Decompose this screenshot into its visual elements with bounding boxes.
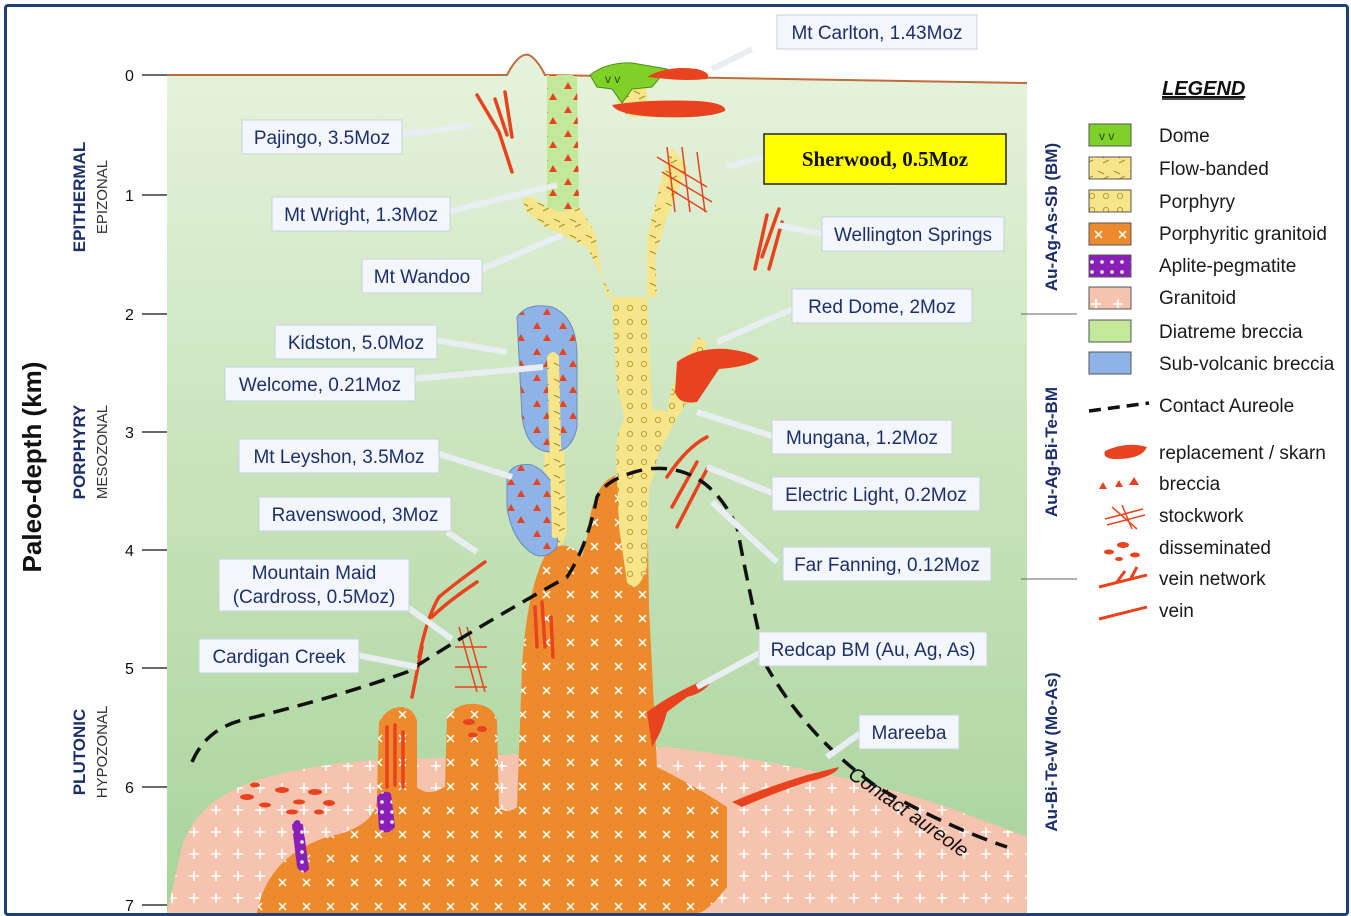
- legend-swatch-porphyritic-granitoid: [1089, 223, 1131, 245]
- legend-dome: Dome: [1159, 126, 1210, 147]
- diatreme-breccia: [547, 75, 579, 212]
- label-electric-light: Electric Light, 0.2Moz: [785, 485, 967, 506]
- legend-swatch-diatreme: [1089, 320, 1131, 342]
- label-mungana: Mungana, 1.2Moz: [786, 428, 938, 449]
- label-mt-wandoo: Mt Wandoo: [374, 267, 470, 288]
- legend-disseminated: disseminated: [1159, 538, 1271, 559]
- legend-flow-banded: Flow-banded: [1159, 159, 1269, 180]
- zone-plutonic: PLUTONIC: [70, 709, 89, 796]
- tick-5: 5: [125, 661, 134, 678]
- dome-mark: v v: [605, 72, 620, 86]
- tick-0: 0: [125, 68, 134, 85]
- legend-vein-icon: [1099, 607, 1147, 619]
- legend-stockwork-icon: [1105, 505, 1145, 529]
- label-mareeba: Mareeba: [872, 723, 947, 744]
- legend-swatch-granitoid: [1089, 287, 1131, 309]
- label-kidston: Kidston, 5.0Moz: [288, 333, 424, 354]
- legend-breccia-icon: [1099, 477, 1139, 489]
- label-mountain-maid: Mountain Maid: [252, 563, 377, 584]
- tick-7: 7: [125, 898, 134, 913]
- legend-vein-network-icon: [1099, 567, 1147, 587]
- label-welcome: Welcome, 0.21Moz: [239, 375, 401, 396]
- legend-vein-network: vein network: [1159, 569, 1266, 590]
- legend-replacement-skarn: replacement / skarn: [1159, 443, 1326, 464]
- label-redcap: Redcap BM (Au, Ag, As): [771, 640, 976, 661]
- legend: LEGEND v v Dome Flow-banded Porphyry Por…: [1089, 78, 1335, 622]
- label-red-dome: Red Dome, 2Moz: [808, 297, 956, 318]
- ore-deposit-diagram: v v Contact aureole: [7, 7, 1346, 913]
- legend-breccia: breccia: [1159, 474, 1221, 495]
- svg-text:v v: v v: [1099, 129, 1114, 143]
- legend-swatch-flow-banded: [1089, 157, 1131, 179]
- legend-stockwork: stockwork: [1159, 506, 1244, 527]
- label-mt-carlton: Mt Carlton, 1.43Moz: [791, 23, 962, 44]
- legend-contact-aureole: Contact Aureole: [1159, 396, 1294, 417]
- label-pajingo: Pajingo, 3.5Moz: [254, 128, 390, 149]
- zone-mesozonal: MESOZONAL: [94, 405, 111, 499]
- legend-diatreme-breccia: Diatreme breccia: [1159, 322, 1303, 343]
- tick-3: 3: [125, 425, 134, 442]
- kidston-breccia-pipe: [517, 306, 577, 452]
- metal-porphyry: Au-Ag-Bi-Te-BM: [1042, 387, 1061, 517]
- zone-porphyry: PORPHYRY: [70, 404, 89, 499]
- tick-2: 2: [125, 307, 134, 324]
- legend-contact-line: [1089, 403, 1149, 411]
- label-ravenswood: Ravenswood, 3Moz: [272, 505, 439, 526]
- depth-axis: 0 1 2 3 4 5 6 7 Paleo-depth (km): [17, 68, 167, 913]
- label-far-fanning: Far Fanning, 0.12Moz: [794, 555, 980, 576]
- metal-epithermal: Au-Ag-As-Sb (BM): [1042, 143, 1061, 291]
- label-sherwood: Sherwood, 0.5Moz: [802, 147, 968, 171]
- zone-epizonal: EPIZONAL: [94, 160, 111, 234]
- label-cardross: (Cardross, 0.5Moz): [233, 587, 396, 608]
- legend-skarn-icon: [1105, 445, 1148, 459]
- legend-granitoid: Granitoid: [1159, 288, 1236, 309]
- tick-4: 4: [125, 543, 134, 560]
- legend-disseminated-icon: [1104, 542, 1140, 561]
- legend-swatch-aplite: [1089, 255, 1131, 277]
- legend-sub-volcanic-breccia: Sub-volcanic breccia: [1159, 354, 1335, 375]
- depth-axis-label: Paleo-depth (km): [17, 362, 47, 573]
- label-mt-leyshon: Mt Leyshon, 3.5Moz: [253, 447, 424, 468]
- zone-hypozonal: HYPOZONAL: [94, 706, 111, 799]
- tick-1: 1: [125, 188, 134, 205]
- legend-porphyry: Porphyry: [1159, 192, 1236, 213]
- zone-epithermal: EPITHERMAL: [70, 142, 89, 253]
- legend-swatch-porphyry: [1089, 190, 1131, 212]
- diagram-frame: v v Contact aureole: [4, 4, 1349, 916]
- metal-plutonic: Au-Bi-Te-W (Mo-As): [1042, 672, 1061, 831]
- legend-porphyritic-granitoid: Porphyritic granitoid: [1159, 224, 1327, 245]
- label-mt-wright: Mt Wright, 1.3Moz: [284, 205, 438, 226]
- tick-6: 6: [125, 780, 134, 797]
- legend-title: LEGEND: [1162, 78, 1245, 100]
- label-cardigan-creek: Cardigan Creek: [212, 647, 346, 668]
- legend-swatch-sub-volcanic: [1089, 352, 1131, 374]
- legend-aplite-pegmatite: Aplite-pegmatite: [1159, 256, 1296, 277]
- legend-vein: vein: [1159, 601, 1194, 622]
- label-wellington-springs: Wellington Springs: [834, 225, 992, 246]
